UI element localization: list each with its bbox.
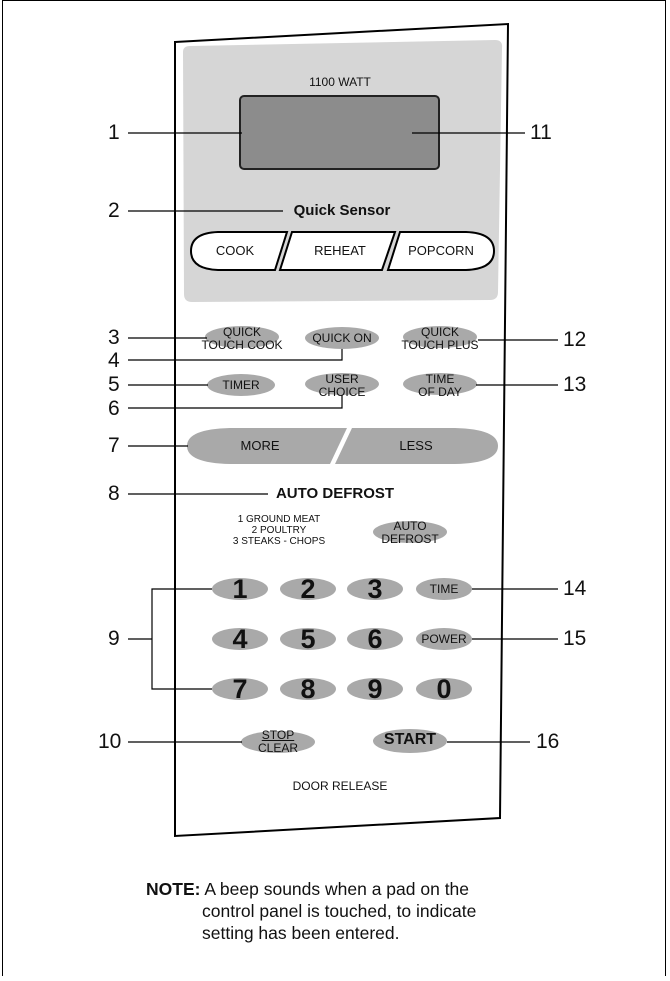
digit-0-button[interactable]: 0 [436, 674, 452, 704]
callout-10: 10 [98, 730, 122, 753]
cook-button-shape [189, 231, 289, 271]
digit-7-button[interactable]: 7 [232, 674, 248, 704]
time-pad [416, 578, 472, 600]
timer-button[interactable]: TIMER [222, 378, 260, 392]
callout-8: 8 [108, 482, 120, 505]
timer-pad [207, 374, 275, 396]
auto-defrost-line2: DEFROST [381, 531, 439, 546]
callout-7: 7 [108, 434, 120, 457]
digit-2-pad [280, 578, 336, 600]
callout-6: 6 [108, 397, 120, 420]
time-of-day-pad [403, 373, 477, 395]
callout-9: 9 [108, 627, 120, 650]
callout-16: 16 [536, 730, 560, 753]
popcorn-button[interactable]: POPCORN [408, 243, 474, 258]
digit-5-pad [280, 628, 336, 650]
quick-touch-cook-line2: TOUCH COOK [201, 337, 283, 352]
note-line-3: setting has been entered. [202, 923, 400, 943]
defrost-item: 1 GROUND MEAT [237, 514, 321, 525]
auto-defrost-button[interactable]: AUTO DEFROST [370, 520, 450, 545]
reheat-button-shape [278, 231, 397, 271]
time-of-day-line1: TIME [425, 372, 455, 386]
cook-button[interactable]: COOK [215, 243, 255, 258]
digit-0-pad [416, 678, 472, 700]
digit-6-button[interactable]: 6 [367, 624, 383, 654]
digit-4-button[interactable]: 4 [232, 624, 248, 654]
digit-1-button[interactable]: 1 [232, 574, 248, 604]
callout-14: 14 [563, 577, 587, 600]
stop-clear-pad [241, 731, 315, 753]
digit-3-pad [347, 578, 403, 600]
digit-1-pad [212, 578, 268, 600]
digit-2-button[interactable]: 2 [300, 574, 316, 604]
digit-3-button[interactable]: 3 [367, 574, 383, 604]
time-of-day-button[interactable]: TIME OF DAY [400, 373, 480, 398]
less-pad-shape [335, 428, 498, 464]
note-line-1: A beep sounds when a pad on the [204, 879, 470, 899]
display-window [239, 95, 440, 170]
popcorn-button-shape [386, 231, 496, 271]
user-choice-line2: CHOICE [318, 384, 366, 399]
digit-9-pad [347, 678, 403, 700]
leader-lines [128, 132, 558, 743]
callout-15: 15 [563, 627, 587, 650]
quick-on-pad [305, 327, 379, 349]
digit-6-pad [347, 628, 403, 650]
user-choice-pad [305, 373, 379, 395]
quick-touch-cook-line1: QUICK [222, 325, 261, 339]
callout-13: 13 [563, 373, 587, 396]
user-choice-line1: USER [325, 372, 359, 386]
defrost-item: 2 POULTRY [251, 525, 307, 536]
defrost-category-list: 1 GROUND MEAT 2 POULTRY 3 STEAKS - CHOPS [214, 514, 344, 547]
reheat-button[interactable]: REHEAT [314, 243, 366, 258]
wattage-label: 1100 WATT [309, 75, 371, 89]
callout-1: 1 [108, 121, 120, 144]
quick-touch-plus-line1: QUICK [420, 325, 459, 339]
start-button[interactable]: START [383, 731, 437, 748]
callout-11: 11 [530, 121, 552, 144]
time-button[interactable]: TIME [429, 582, 459, 596]
digit-7-pad [212, 678, 268, 700]
note-line-2: control panel is touched, to indicate [202, 901, 477, 921]
quick-touch-cook-button[interactable]: QUICK TOUCH COOK [195, 326, 289, 351]
callout-2: 2 [108, 199, 120, 222]
time-of-day-line2: OF DAY [418, 384, 462, 399]
quick-sensor-title: Quick Sensor [293, 202, 391, 219]
callout-12: 12 [563, 328, 587, 351]
callout-3: 3 [108, 326, 120, 349]
quick-touch-cook-pad [205, 326, 279, 348]
auto-defrost-line1: AUTO [393, 519, 427, 533]
more-pad-shape [187, 428, 347, 464]
stop-clear-button[interactable]: STOP CLEAR [238, 729, 318, 754]
digit-4-pad [212, 628, 268, 650]
defrost-item: 3 STEAKS - CHOPS [232, 536, 326, 547]
auto-defrost-pad [373, 521, 447, 543]
note-label: NOTE: [146, 879, 201, 899]
clear-line: CLEAR [257, 740, 298, 755]
quick-touch-plus-button[interactable]: QUICK TOUCH PLUS [392, 326, 488, 351]
auto-defrost-title: AUTO DEFROST [275, 485, 395, 502]
note-block: NOTE: A beep sounds when a pad on the co… [146, 878, 476, 944]
callout-4: 4 [108, 349, 120, 372]
power-pad [416, 628, 472, 650]
door-release-button[interactable]: DOOR RELEASE [292, 779, 388, 793]
digit-5-button[interactable]: 5 [300, 624, 316, 654]
less-button[interactable]: LESS [399, 438, 433, 453]
start-pad [373, 729, 447, 753]
quick-touch-plus-line2: TOUCH PLUS [401, 337, 479, 352]
callout-5: 5 [108, 373, 120, 396]
user-choice-button[interactable]: USER CHOICE [302, 373, 382, 398]
stop-line: STOP [261, 728, 295, 742]
digit-8-button[interactable]: 8 [300, 674, 316, 704]
digit-8-pad [280, 678, 336, 700]
digit-9-button[interactable]: 9 [367, 674, 383, 704]
quick-on-button[interactable]: QUICK ON [312, 331, 372, 345]
quick-touch-plus-pad [403, 326, 477, 348]
more-button[interactable]: MORE [240, 438, 280, 453]
power-button[interactable]: POWER [421, 632, 467, 646]
